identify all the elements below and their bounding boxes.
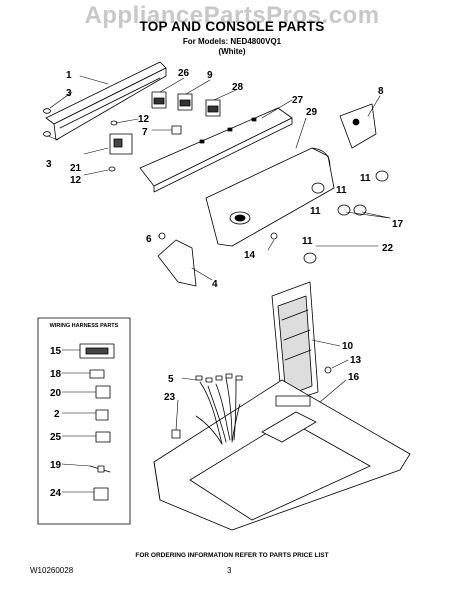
wiring-box-title: WIRING HARNESS PARTS bbox=[50, 323, 119, 329]
wiring-callout-25: 25 bbox=[50, 432, 62, 443]
wiring-harness-part bbox=[195, 373, 243, 445]
callout-28: 28 bbox=[232, 82, 244, 93]
wiring-callout-20: 20 bbox=[50, 388, 62, 399]
callout-17: 17 bbox=[392, 219, 404, 230]
callout-14: 14 bbox=[244, 250, 256, 261]
document-number: W10260028 bbox=[30, 566, 74, 575]
screw-part bbox=[43, 108, 118, 172]
lint-filter-part bbox=[271, 281, 319, 405]
callout-11: 11 bbox=[336, 185, 347, 196]
callout-29: 29 bbox=[306, 107, 318, 118]
screw-part bbox=[324, 366, 332, 374]
callout-22: 22 bbox=[382, 243, 394, 254]
knob-part bbox=[303, 170, 389, 264]
model-line: For Models: NED4800VQ1 bbox=[182, 37, 282, 46]
timer-part bbox=[109, 133, 133, 155]
callout-26: 26 bbox=[178, 68, 190, 79]
callout-8: 8 bbox=[378, 86, 384, 97]
callout-16: 16 bbox=[348, 372, 360, 383]
wiring-callout-24: 24 bbox=[50, 488, 62, 499]
callout-7: 7 bbox=[142, 127, 148, 138]
wiring-callout-15: 15 bbox=[50, 346, 62, 357]
callout-21: 21 bbox=[70, 163, 82, 174]
clip-part bbox=[270, 232, 278, 240]
callout-4: 4 bbox=[212, 279, 218, 290]
console-panel-part bbox=[205, 147, 335, 247]
callout-13: 13 bbox=[350, 355, 362, 366]
callout-3: 3 bbox=[46, 159, 52, 170]
callout-23: 23 bbox=[164, 392, 176, 403]
strain-relief-part bbox=[171, 429, 181, 439]
callout-10: 10 bbox=[342, 341, 354, 352]
console-bracket-part bbox=[139, 107, 293, 193]
callout-6: 6 bbox=[146, 234, 152, 245]
wiring-parts-box bbox=[37, 317, 131, 525]
callout-27: 27 bbox=[292, 95, 304, 106]
console-support-part bbox=[157, 239, 197, 287]
knob-clip-part bbox=[171, 125, 182, 135]
callout-11: 11 bbox=[360, 173, 371, 184]
callout-12: 12 bbox=[70, 175, 82, 186]
callout-1: 1 bbox=[66, 70, 72, 81]
callout-5: 5 bbox=[168, 374, 174, 385]
callout-9: 9 bbox=[207, 70, 213, 81]
callout-3: 3 bbox=[66, 88, 72, 99]
page-title: TOP AND CONSOLE PARTS bbox=[139, 19, 325, 34]
watermark: AppliancePartsPros.com bbox=[84, 2, 380, 29]
page-number: 3 bbox=[227, 566, 232, 575]
callout-12: 12 bbox=[138, 114, 150, 125]
color-line: (White) bbox=[218, 47, 246, 56]
wiring-callout-19: 19 bbox=[50, 460, 62, 471]
leader-lines bbox=[47, 75, 391, 431]
wiring-callout-2: 2 bbox=[54, 409, 60, 420]
rear-trim-part bbox=[45, 61, 167, 141]
ordering-note: FOR ORDERING INFORMATION REFER TO PARTS … bbox=[135, 552, 329, 559]
callout-11: 11 bbox=[302, 236, 313, 247]
switch-part bbox=[151, 91, 221, 117]
wiring-callout-18: 18 bbox=[50, 369, 62, 380]
dryer-top-part bbox=[153, 379, 411, 531]
callout-11: 11 bbox=[310, 206, 321, 217]
end-cap-part bbox=[339, 103, 377, 149]
